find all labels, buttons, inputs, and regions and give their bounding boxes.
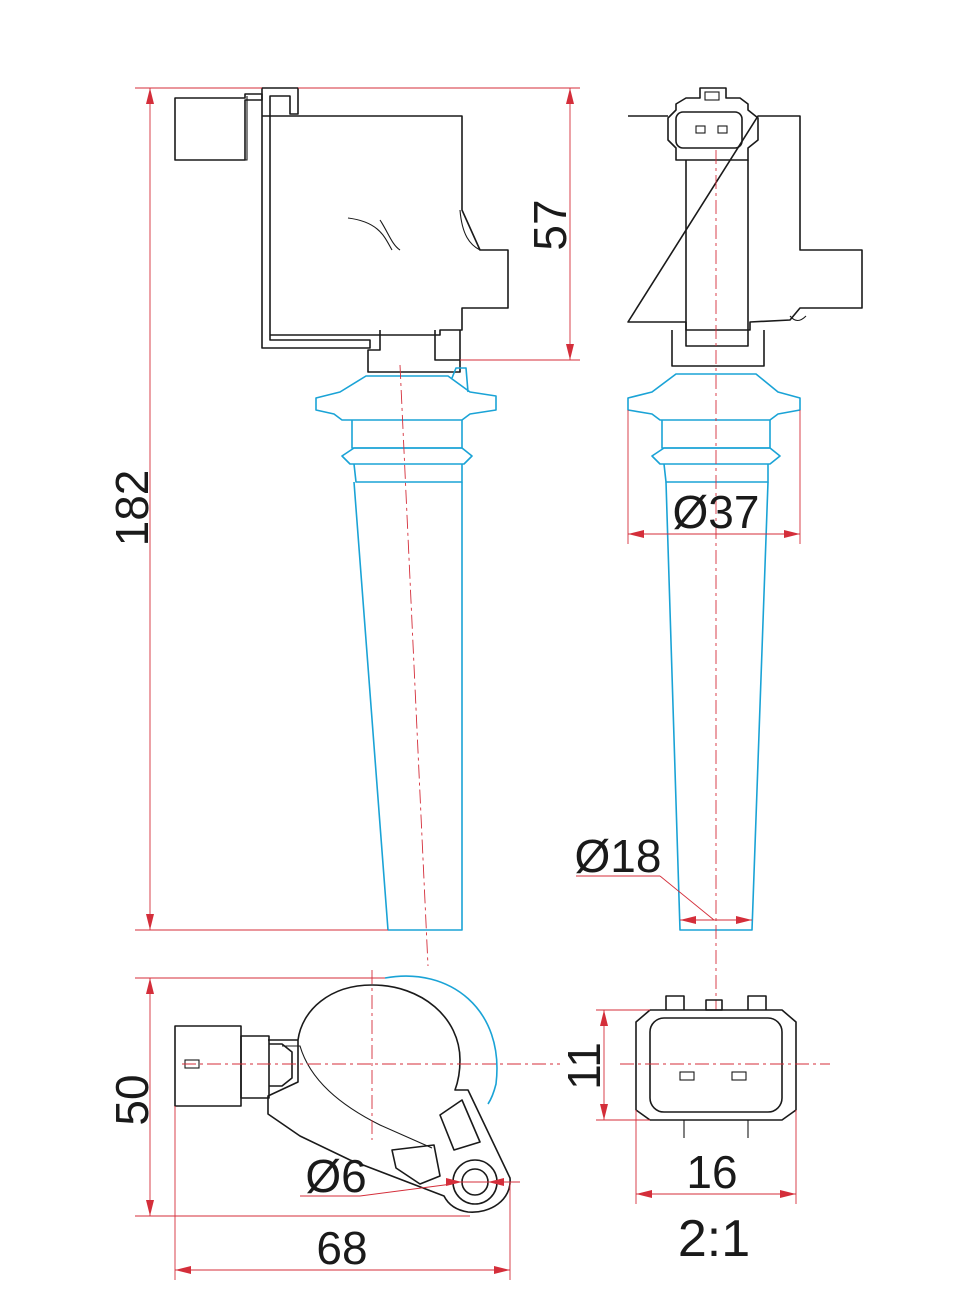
front-boot-taper bbox=[665, 481, 769, 931]
top-bracket bbox=[267, 984, 511, 1213]
dim-mount-hole: Ø6 bbox=[305, 1150, 366, 1202]
dim-connector-width: 16 bbox=[686, 1146, 737, 1198]
dim-boot-diameter: Ø37 bbox=[673, 486, 760, 538]
dim-tip-diameter: Ø18 bbox=[575, 830, 662, 882]
front-head bbox=[627, 115, 863, 331]
front-view bbox=[627, 87, 863, 1010]
side-boot-taper bbox=[353, 481, 463, 931]
front-connector bbox=[667, 87, 759, 161]
front-boot-flange bbox=[627, 373, 801, 421]
side-connector bbox=[174, 93, 263, 161]
scale-label: 2:1 bbox=[678, 1210, 750, 1268]
dim-bracket-width: 50 bbox=[106, 1074, 158, 1125]
side-boot-flange bbox=[315, 375, 497, 421]
side-head bbox=[262, 115, 509, 336]
connector-housing bbox=[635, 1009, 797, 1121]
side-view bbox=[174, 87, 509, 967]
side-bracket bbox=[261, 87, 371, 349]
dim-total-length: 182 bbox=[106, 470, 158, 547]
dim-head-height: 57 bbox=[524, 199, 576, 250]
dim-overall-width: 68 bbox=[316, 1222, 367, 1274]
connector-view bbox=[620, 995, 830, 1138]
top-view bbox=[174, 970, 560, 1213]
dimension-lines bbox=[135, 87, 801, 1280]
top-boot-circle bbox=[384, 975, 498, 1105]
dim-connector-height: 11 bbox=[558, 1042, 610, 1090]
